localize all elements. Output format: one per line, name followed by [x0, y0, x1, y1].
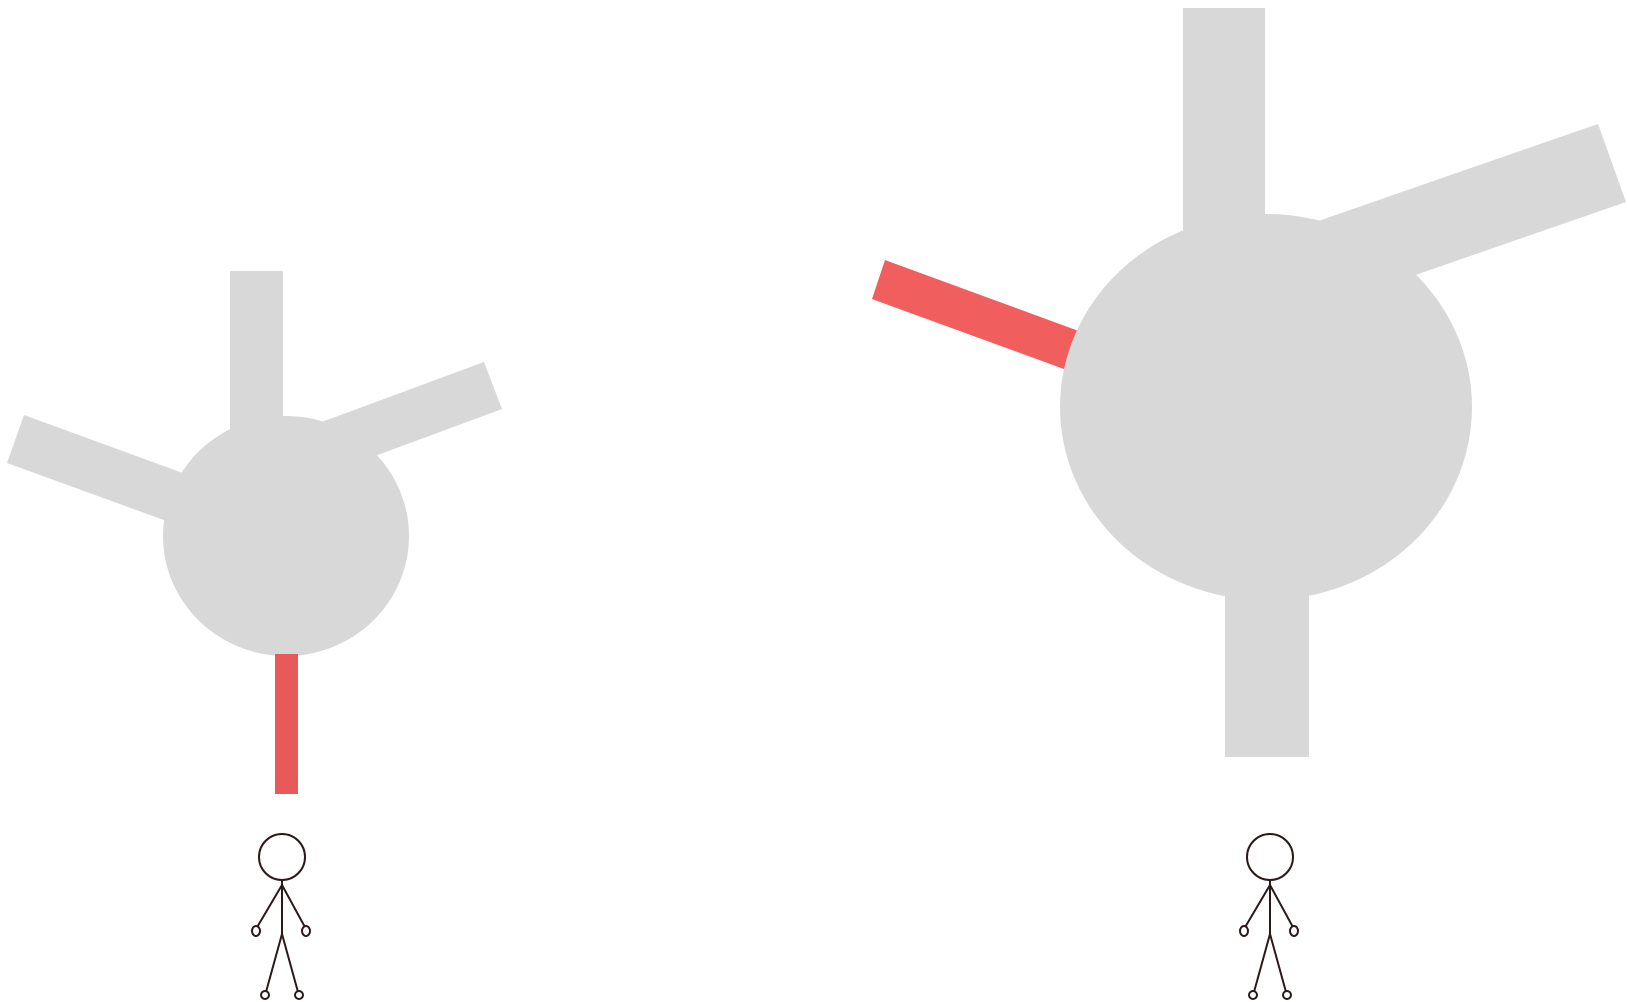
small-roundabout-west-arm [7, 415, 210, 531]
small-roundabout [7, 271, 502, 794]
person-icon [1239, 833, 1299, 1000]
large-roundabout-circle [1060, 214, 1472, 600]
small-roundabout-circle [163, 416, 409, 656]
person-icon [251, 833, 311, 1000]
small-roundabout-south-exit-highlight [275, 654, 298, 794]
large-roundabout [872, 8, 1626, 757]
large-roundabout-west-exit-highlight [872, 260, 1095, 376]
